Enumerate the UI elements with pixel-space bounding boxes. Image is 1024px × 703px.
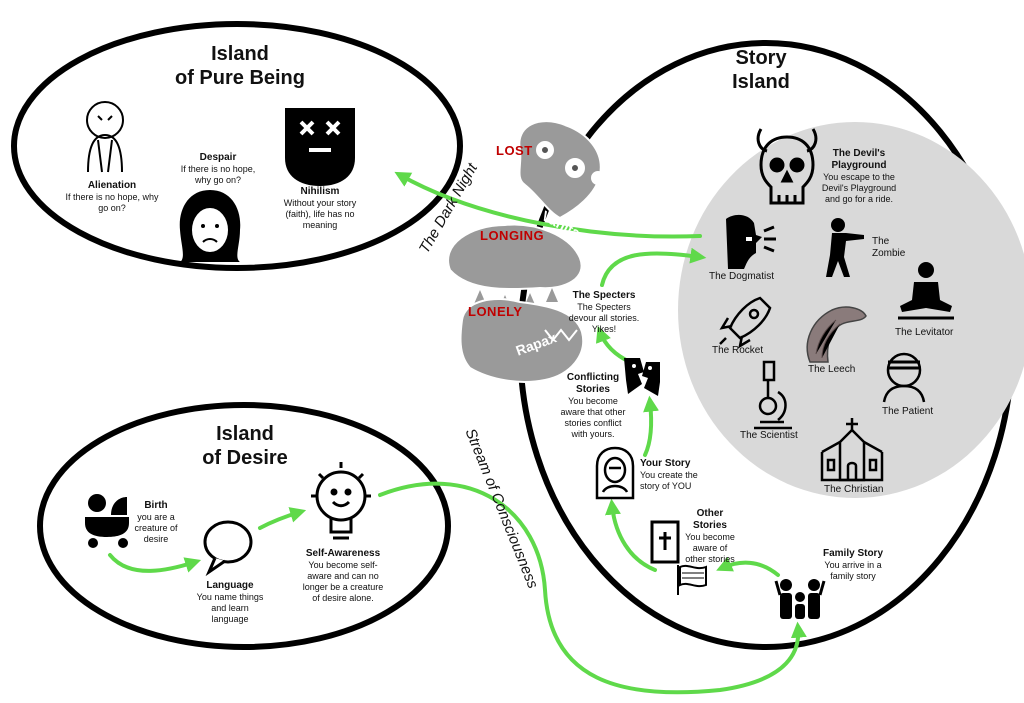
character-zombie-label: The Zombie <box>872 236 912 260</box>
self-awareness-title: Self-Awareness <box>305 548 381 559</box>
character-patient-label: The Patient <box>882 406 934 417</box>
flag-icon <box>677 564 707 595</box>
language-item: Language You name things and learn langu… <box>195 580 265 625</box>
speech-bubble-icon <box>203 520 253 577</box>
character-rocket-label: The Rocket <box>712 345 764 356</box>
other-stories-title: Other Stories <box>693 508 727 531</box>
conflicting-stories-desc: You become aware that other stories conf… <box>560 396 626 439</box>
specter-longing-label: LONGING <box>480 228 545 243</box>
alienation-item: Alienation If there is no hope, why go o… <box>62 180 162 214</box>
alienation-desc: If there is no hope, why go on? <box>65 192 159 213</box>
your-story-item: Your Story You create the story of YOU <box>640 458 702 492</box>
arrow-specters-to-dogmatist <box>600 247 707 287</box>
leech-icon <box>806 306 867 363</box>
conflicting-stories-title: Conflicting Stories <box>566 372 620 395</box>
self-awareness-item: Self-Awareness You become self-aware and… <box>298 548 388 604</box>
devil-skull-icon <box>756 128 818 205</box>
self-portrait-icon <box>595 446 635 500</box>
arrow-your-to-conflicting <box>643 395 660 457</box>
family-icon <box>774 579 826 619</box>
conflicting-stories-item: Conflicting Stories You become aware tha… <box>560 372 626 440</box>
character-zombie-text: The Zombie <box>872 236 906 259</box>
despair-title: Despair <box>199 152 237 163</box>
despair-item: Despair If there is no hope, why go on? <box>178 152 258 186</box>
desire-title-line1: Island <box>216 423 274 445</box>
specter-rapax-icon <box>459 298 585 383</box>
story-island-title-line1: Story <box>735 47 787 69</box>
bandaged-head-icon <box>882 352 926 403</box>
crying-person-icon <box>86 101 124 173</box>
character-levitator-label: The Levitator <box>895 327 954 338</box>
family-story-title: Family Story <box>822 548 884 559</box>
other-stories-item: Other Stories You become aware of other … <box>682 508 738 565</box>
character-scientist-label: The Scientist <box>740 430 798 441</box>
zombie-icon <box>826 218 864 277</box>
birth-title: Birth <box>144 500 168 511</box>
devils-playground-desc: You escape to the Devil's Playground and… <box>821 172 897 204</box>
microscope-icon <box>754 360 792 430</box>
nihilism-item: Nihilism Without your story (faith), lif… <box>272 186 368 231</box>
shouting-head-icon <box>726 214 776 269</box>
conflict-faces-icon <box>624 358 660 396</box>
alienation-title: Alienation <box>87 180 137 191</box>
your-story-title: Your Story <box>640 458 691 469</box>
despair-desc: If there is no hope, why go on? <box>180 164 256 185</box>
baby-stroller-icon <box>85 494 129 548</box>
character-leech-label: The Leech <box>808 364 856 375</box>
family-story-item: Family Story You arrive in a family stor… <box>822 548 884 582</box>
church-icon <box>820 418 884 482</box>
birth-desc: you are a creature of desire <box>134 512 178 544</box>
nihilism-title: Nihilism <box>300 186 340 197</box>
devils-playground-item: The Devil's Playground You escape to the… <box>815 148 903 205</box>
dead-face-icon <box>285 108 355 186</box>
pure-being-island-outline <box>11 21 463 271</box>
your-story-desc: You create the story of YOU <box>640 470 698 491</box>
devils-playground-title: The Devil's Playground <box>831 148 887 171</box>
story-island-title: Story Island <box>716 46 806 94</box>
arrow-birth-to-language <box>108 553 202 573</box>
specters-title: The Specters <box>572 290 636 301</box>
arrow-language-to-selfawareness <box>258 507 307 530</box>
pure-being-title: Island of Pure Being <box>150 42 330 90</box>
arrow-family-to-other <box>716 556 780 577</box>
birth-item: Birth you are a creature of desire <box>132 500 180 545</box>
language-desc: You name things and learn language <box>196 592 264 624</box>
lightbulb-face-icon <box>311 462 371 540</box>
specters-item: The Specters The Specters devour all sto… <box>568 290 640 335</box>
arrow-other-to-your <box>604 498 657 572</box>
arrow-dogmatist-to-pure-being <box>394 171 702 239</box>
pure-being-title-line1: Island <box>211 43 269 65</box>
specter-lost-label: LOST <box>496 143 533 158</box>
language-title: Language <box>206 580 254 591</box>
specter-ignarus-icon <box>518 120 605 220</box>
specter-vanitas-icon <box>447 223 583 309</box>
self-awareness-desc: You become self-aware and can no longer … <box>302 560 384 603</box>
other-stories-desc: You become aware of other stories <box>685 532 735 564</box>
specters-desc: The Specters devour all stories. Yikes! <box>568 302 640 334</box>
arrow-stream-of-consciousness <box>378 481 807 695</box>
story-island-title-line2: Island <box>732 71 790 93</box>
family-story-desc: You arrive in a family story <box>824 560 882 581</box>
character-dogmatist-label: The Dogmatist <box>709 271 775 282</box>
specter-lonely-label: LONELY <box>468 304 523 319</box>
scriptures-icon <box>650 520 680 564</box>
desire-title-line2: of Desire <box>202 447 288 469</box>
sad-woman-icon <box>179 190 241 262</box>
nihilism-desc: Without your story (faith), life has no … <box>283 198 357 230</box>
character-christian-label: The Christian <box>824 484 884 495</box>
meditating-person-icon <box>898 262 954 320</box>
pure-being-title-line2: of Pure Being <box>174 67 305 89</box>
rocket-icon <box>719 296 772 349</box>
desire-title: Island of Desire <box>170 422 320 470</box>
